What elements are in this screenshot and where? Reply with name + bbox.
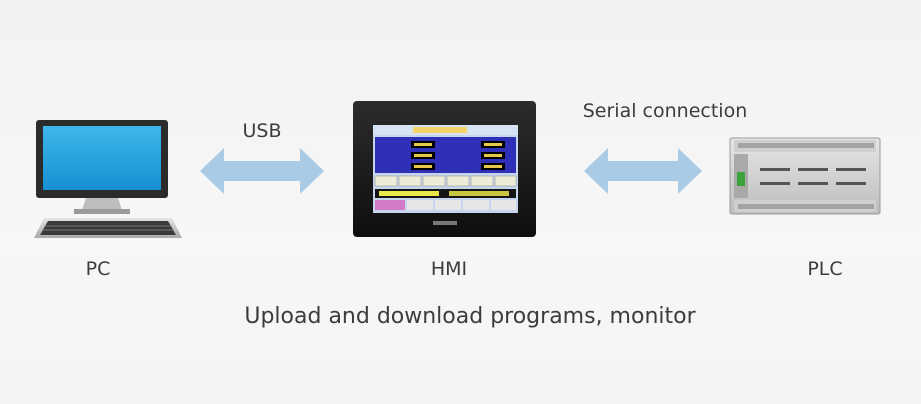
serial-connection-label: Serial connection xyxy=(582,100,748,122)
hmi-panel-icon xyxy=(353,101,536,237)
serial-double-arrow-icon xyxy=(584,148,702,194)
pc-computer-icon xyxy=(34,120,182,238)
plc-controller-icon xyxy=(729,137,881,215)
pc-label: PC xyxy=(85,258,111,280)
usb-label: USB xyxy=(242,120,282,142)
hmi-label: HMI xyxy=(430,258,468,280)
plc-label: PLC xyxy=(807,258,843,280)
diagram-caption: Upload and download programs, monitor xyxy=(244,304,696,329)
usb-double-arrow-icon xyxy=(200,148,324,194)
